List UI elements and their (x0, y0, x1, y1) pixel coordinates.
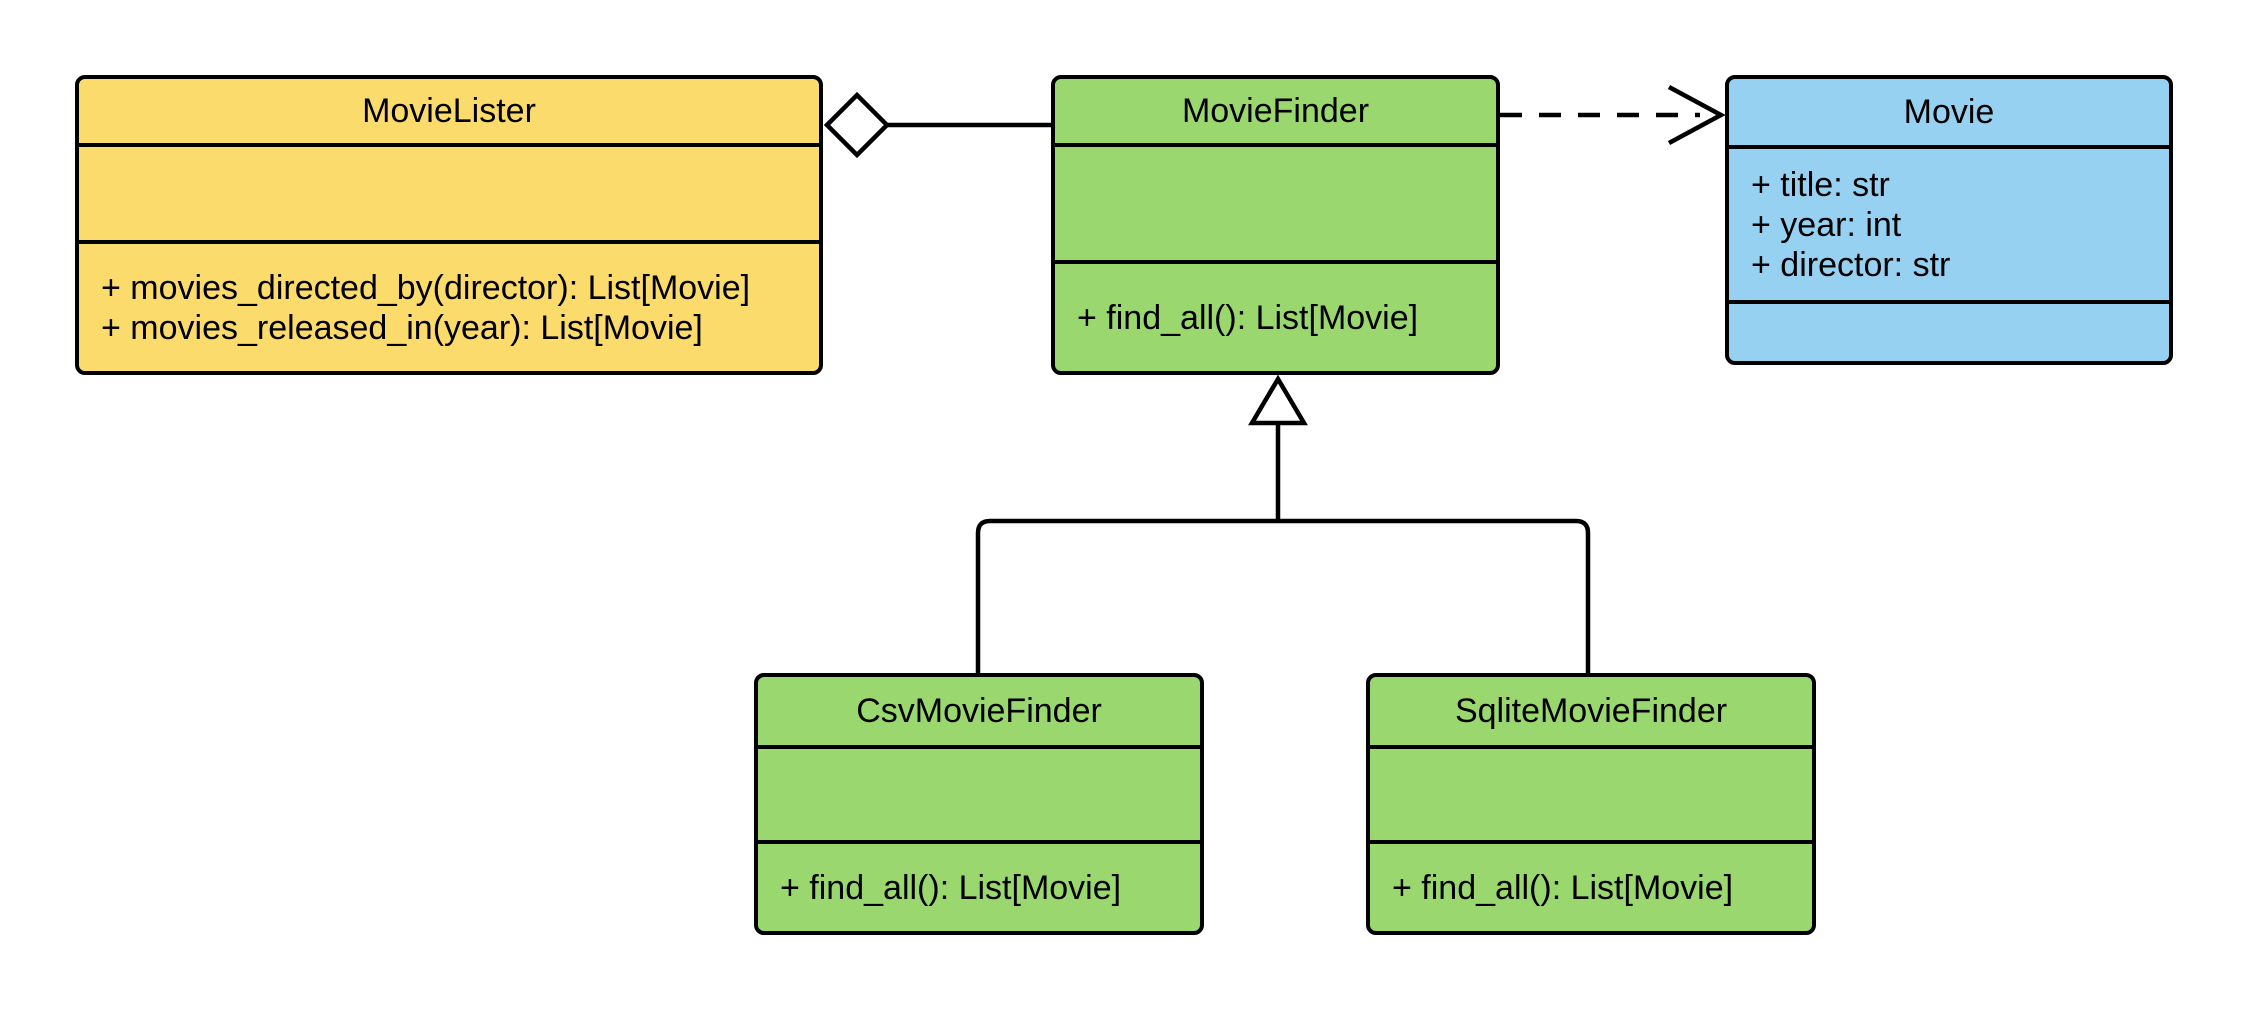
class-moviefinder-attributes (1055, 147, 1496, 264)
class-csvmoviefinder-attributes (758, 749, 1200, 844)
class-csvmoviefinder-methods: + find_all(): List[Movie] (758, 844, 1200, 931)
class-movie-title: Movie (1729, 79, 2169, 149)
class-movielister-title: MovieLister (79, 79, 819, 147)
hollow-triangle-icon (1248, 374, 1308, 426)
class-movielister-attributes (79, 147, 819, 244)
class-moviefinder-title: MovieFinder (1055, 79, 1496, 147)
class-moviefinder-methods: + find_all(): List[Movie] (1055, 264, 1496, 371)
class-sqlitemoviefinder-methods: + find_all(): List[Movie] (1370, 844, 1812, 931)
hollow-diamond-icon (823, 91, 891, 159)
class-movie-methods (1729, 304, 2169, 361)
class-movie-attributes: + title: str + year: int + director: str (1729, 149, 2169, 304)
class-sqlitemoviefinder: SqliteMovieFinder + find_all(): List[Mov… (1366, 673, 1816, 935)
method-item: + find_all(): List[Movie] (1077, 298, 1419, 337)
method-item: + movies_directed_by(director): List[Mov… (101, 268, 751, 307)
method-item: + find_all(): List[Movie] (1392, 868, 1734, 907)
inheritance-edges-moviefinder-subclasses (975, 374, 1591, 673)
method-item: + find_all(): List[Movie] (780, 868, 1122, 907)
attribute-item: + title: str (1751, 165, 1890, 204)
class-csvmoviefinder-title: CsvMovieFinder (758, 677, 1200, 749)
inheritance-branch-line (975, 518, 1591, 673)
class-movielister-methods: + movies_directed_by(director): List[Mov… (79, 244, 819, 371)
class-moviefinder: MovieFinder + find_all(): List[Movie] (1051, 75, 1500, 375)
attribute-item: + year: int (1751, 205, 1902, 244)
attribute-item: + director: str (1751, 245, 1951, 284)
class-sqlitemoviefinder-attributes (1370, 749, 1812, 844)
class-movie: Movie + title: str + year: int + directo… (1725, 75, 2173, 365)
method-item: + movies_released_in(year): List[Movie] (101, 308, 703, 347)
open-arrowhead-icon (1667, 85, 1726, 145)
dependency-edge-moviefinder-movie (1500, 85, 1726, 145)
class-movielister: MovieLister + movies_directed_by(directo… (75, 75, 823, 375)
aggregation-edge-movielister-moviefinder (823, 91, 1051, 159)
class-sqlitemoviefinder-title: SqliteMovieFinder (1370, 677, 1812, 749)
class-csvmoviefinder: CsvMovieFinder + find_all(): List[Movie] (754, 673, 1204, 935)
